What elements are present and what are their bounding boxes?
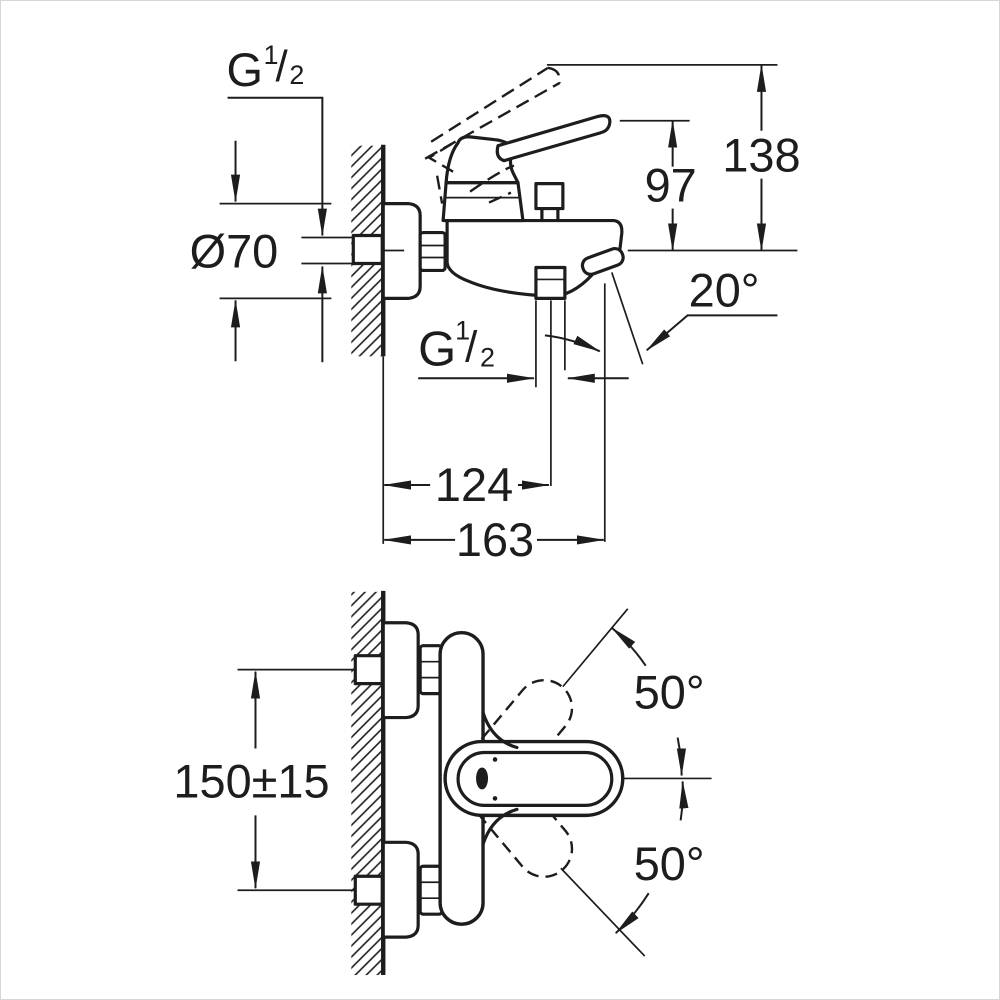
handle-swing-lower-text: 50° [634,838,705,890]
spray-angle-text: 20° [689,264,760,316]
dim-height-handle-raised: 138 [722,63,801,252]
ext-escutcheon-edges [219,202,332,300]
body-handle-fillet-upper [481,710,519,750]
dim-handle-swing-upper: 50° [611,626,705,777]
wall-hatching-plan [351,591,384,976]
label-supply-thread: G 1 / 2 [227,40,327,363]
handle-logo-mark [476,767,489,790]
ext-handle-down-axis [560,867,646,957]
faucet-body-side [445,218,624,299]
supply-thread-base: G [227,44,263,96]
handle-base-ring [441,181,525,223]
handle-dot-upper [492,757,498,762]
outlet-thread-numerator: 1 [455,315,470,345]
outlet-thread-denominator: 2 [480,342,495,372]
faucet-side [351,66,625,301]
outlet-thread-slash: / [465,322,478,371]
side-view: G 1 / 2 Ø70 97 [190,40,801,566]
hex-nut-facets-side [420,244,446,259]
height-to-lever-text: 97 [645,160,697,212]
outlet-thread-base: G [418,322,456,376]
dim-height-to-lever: 97 [645,119,697,252]
dim-supply-centre-distance: 150±15 [173,670,330,890]
supply-thread-denominator: 2 [289,60,304,90]
supply-union-nut-upper [353,654,384,686]
lever-handle [495,114,612,163]
ext-supply-nut-edges [301,236,353,265]
wall-to-shower-outlet-text: 124 [435,459,513,511]
escutcheon-plan-lower [381,840,420,939]
supply-thread-numerator: 1 [263,40,278,70]
ext-spray-axis-20deg [610,272,644,365]
dim-wall-to-shower-outlet: 124 [383,459,550,511]
plan-view: 50° 50° 150±15 [173,590,712,976]
shower-outlet-port [534,265,567,301]
label-shower-outlet-thread: G 1 / 2 [418,315,629,383]
dim-handle-swing-lower: 50° [615,780,705,934]
wall-section-plan [351,590,386,976]
supply-union-nut-side [351,233,384,266]
dimensions-side: G 1 / 2 Ø70 97 [190,40,801,566]
dim-wall-to-spout-tip: 163 [383,514,605,566]
supply-thread-slash: / [275,42,288,91]
height-handle-raised-text: 138 [722,130,800,182]
faucet-plan [237,621,625,939]
supply-union-nut-lower [353,874,384,906]
diverter-knob [534,182,565,211]
spout-aerator [580,246,625,276]
escutcheon-plan-upper [381,621,420,720]
ext-outlet-port-edges [535,300,566,388]
handle-dot-lower [492,796,498,801]
supply-centre-distance-text: 150±15 [173,755,329,807]
leader-supply-thread [227,96,327,237]
lever-handle-raised-dashed [424,66,562,204]
escutcheon-diameter-text: Ø70 [190,225,279,277]
spray-angle-arc-arrow [544,334,601,353]
handle-swing-upper-text: 50° [634,667,705,719]
union-hex-nut-side [418,230,447,273]
dim-escutcheon-diameter: Ø70 [190,140,279,362]
handle-plan-inner [456,750,614,807]
wall-to-spout-tip-text: 163 [456,514,534,566]
leader-spray-angle [645,314,778,352]
diverter-knob-neck [540,206,560,223]
body-handle-fillet-lower [481,807,519,846]
dimensions-plan: 50° 50° 150±15 [173,608,712,957]
dim-spray-angle: 20° [544,264,778,353]
ext-handle-up-axis [562,608,629,688]
